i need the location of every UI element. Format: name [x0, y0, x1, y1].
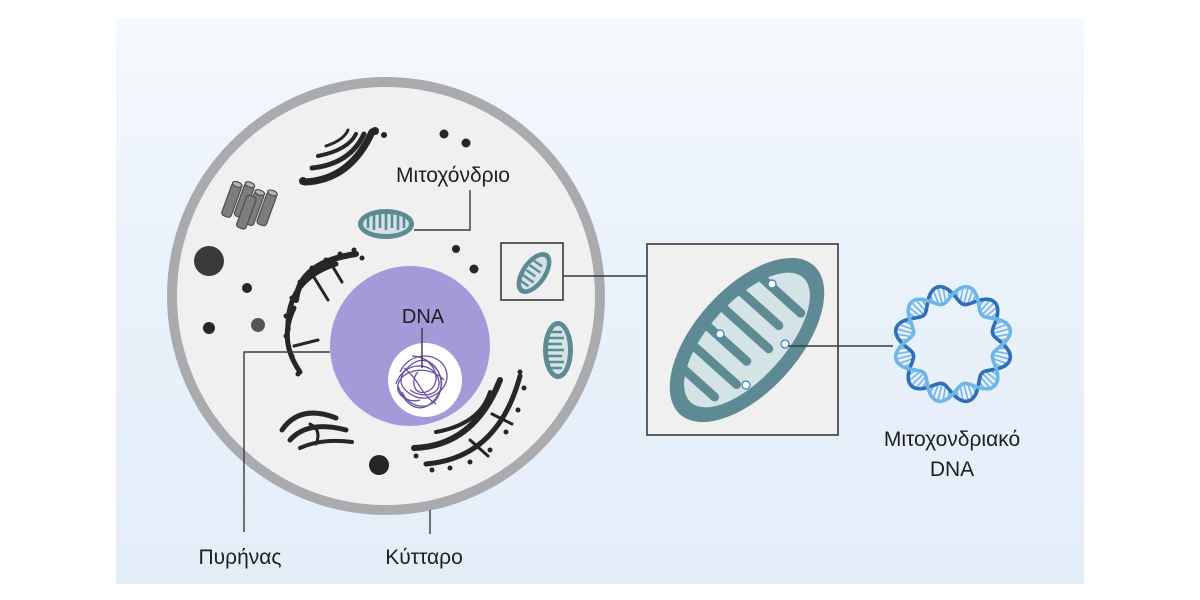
base-pair [966, 383, 974, 399]
base-pair [908, 370, 922, 382]
base-pair [984, 306, 998, 318]
base-pair [895, 350, 912, 355]
leader-lines [243, 190, 471, 534]
base-pair [959, 385, 964, 402]
mitochondrion-enlarged-icon [669, 257, 825, 423]
dna-strand-inner [893, 284, 1013, 404]
base-pair [992, 327, 1011, 335]
base-pair [915, 375, 927, 389]
label-nucleus: Πυρήνας [198, 546, 281, 569]
base-pair [994, 333, 1011, 338]
base-pair [932, 289, 940, 305]
centriole-icon [221, 180, 278, 230]
label-dna: DNA [402, 306, 445, 328]
mitochondrion-icon [358, 209, 414, 239]
highlight-box [500, 242, 564, 301]
base-pair [908, 306, 922, 318]
mitochondrion-icon [516, 251, 552, 295]
base-pair [942, 385, 947, 402]
mitochondrion-icon [543, 321, 573, 379]
base-pair [910, 372, 925, 387]
base-pair [915, 299, 927, 313]
ribosomes [283, 247, 527, 473]
base-pair [984, 370, 998, 382]
zoom-panel [646, 243, 839, 436]
base-pair [979, 375, 991, 389]
base-pair [910, 301, 925, 316]
chromatin-icon [395, 355, 448, 409]
base-pair [992, 357, 1008, 365]
base-pair [936, 286, 944, 305]
base-pair [962, 286, 970, 305]
base-pair [932, 383, 940, 399]
base-pair [898, 323, 914, 331]
label-mitochondrion: Μιτοχόνδριο [396, 164, 510, 187]
base-pair [992, 353, 1011, 361]
base-pair [895, 333, 912, 338]
base-pair [895, 327, 914, 335]
vesicles [194, 129, 479, 475]
base-pair [962, 383, 970, 402]
label-mitochondrial-dna-line2: DNA [930, 458, 974, 481]
base-pair [966, 289, 974, 305]
golgi-apparatus-icon [299, 127, 387, 186]
mtdna-circles [715, 279, 790, 390]
base-pair [981, 372, 996, 387]
base-pair [936, 383, 944, 402]
base-pair [981, 301, 996, 316]
base-pair [942, 286, 947, 303]
label-mitochondrial-dna-line1: Μιτοχονδριακό [884, 428, 1020, 451]
base-pair [979, 299, 991, 313]
base-pair [898, 357, 914, 365]
base-pair [895, 353, 914, 361]
base-pair [992, 323, 1008, 331]
vesicle-cluster-icon [279, 410, 354, 450]
base-pair [959, 286, 964, 303]
label-cell: Κύτταρο [385, 546, 463, 569]
nucleus [330, 266, 490, 426]
mitochondrial-dna-helix-icon [893, 284, 1013, 404]
base-pair [994, 350, 1011, 355]
